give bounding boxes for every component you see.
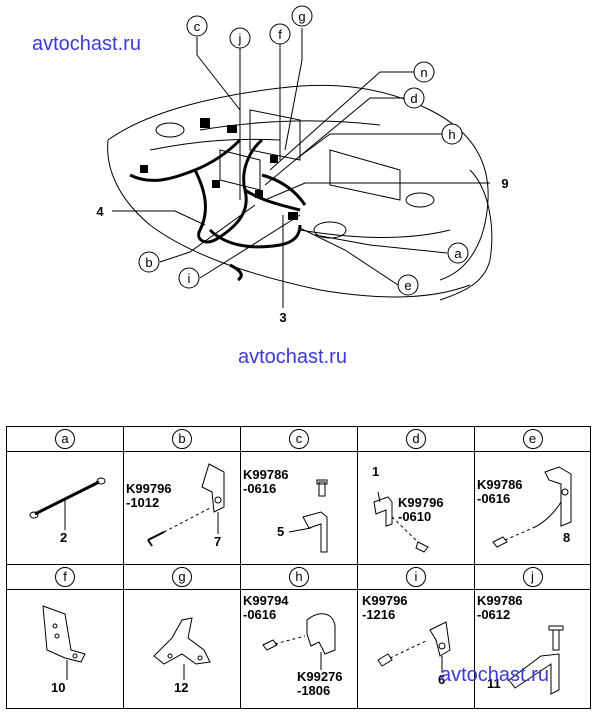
part-number: K99794 -0616 — [243, 593, 289, 622]
item-2: 2 — [60, 530, 68, 545]
parts-table: a b c d e 2 — [6, 426, 591, 709]
callout-i-label: i — [188, 271, 191, 286]
callout-d — [403, 87, 425, 109]
cell-g: 12 — [123, 589, 241, 709]
bracket-drawing — [373, 491, 429, 553]
cell-j: K99786 -0612 11 — [474, 589, 591, 709]
callout-a-label: a — [454, 246, 462, 261]
bracket-drawing — [42, 605, 86, 680]
table-row: 10 12 K99794 -06 — [6, 589, 591, 709]
item-1: 1 — [372, 464, 380, 479]
callout-f — [269, 23, 291, 45]
header-b: b — [123, 426, 241, 452]
callout-c — [186, 15, 208, 37]
callout-4-label: 4 — [96, 204, 104, 219]
part-number: K99786 -0616 — [243, 467, 289, 496]
cell-f: 10 — [6, 589, 124, 709]
clamp-drawing — [377, 621, 451, 672]
item-8: 8 — [563, 530, 571, 545]
cell-c: K99786 -0616 5 — [240, 451, 358, 565]
engine-bay-diagram: c j g f n d h b i e a 9 4 3 — [96, 5, 509, 325]
callout-e-label: e — [404, 278, 411, 293]
bracket-drawing — [147, 463, 225, 547]
callout-h-label: h — [448, 127, 455, 142]
table-row: 2 K99796 -1012 7 — [6, 451, 591, 565]
callout-c-label: c — [194, 19, 201, 34]
callout-b-label: b — [145, 255, 152, 270]
callout-j — [229, 27, 251, 49]
item-6: 6 — [438, 672, 446, 687]
item-10: 10 — [51, 680, 66, 695]
callout-f-label: f — [278, 27, 282, 42]
header-h: h — [240, 564, 358, 590]
header-c: c — [240, 426, 358, 452]
part-number: K99276 -1806 — [297, 669, 343, 698]
callout-g — [291, 5, 313, 27]
cell-e: K99786 -0616 8 — [474, 451, 591, 565]
cell-b: K99796 -1012 7 — [123, 451, 241, 565]
table-header-row: f g h i j — [6, 564, 591, 590]
item-12: 12 — [174, 680, 189, 695]
cell-a: 2 — [6, 451, 124, 565]
watermark: avtochast.ru — [238, 346, 347, 368]
callout-9-label: 9 — [501, 176, 508, 191]
item-7: 7 — [214, 534, 222, 549]
cell-i: K99796 -1216 6 — [357, 589, 475, 709]
callout-e — [397, 274, 419, 296]
callout-a — [447, 242, 469, 264]
item-11: 11 — [487, 676, 501, 691]
header-d: d — [357, 426, 475, 452]
part-number: K99786 -0612 — [477, 593, 523, 622]
callout-h — [441, 123, 463, 145]
callout-g-label: g — [298, 9, 305, 24]
callout-n-label: n — [420, 65, 427, 80]
cell-h: K99794 -0616 K99276 -1806 — [240, 589, 358, 709]
callout-n — [413, 61, 435, 83]
item-5: 5 — [277, 524, 285, 539]
callout-3-label: 3 — [279, 310, 286, 325]
bracket-drawing — [508, 625, 564, 695]
watermark: avtochast.ru — [440, 664, 549, 686]
header-a: a — [6, 426, 124, 452]
bracket-drawing — [288, 479, 328, 553]
part-number: K99786 -0616 — [477, 477, 523, 506]
bracket-drawing — [492, 466, 572, 548]
stay-rod-drawing — [29, 477, 106, 530]
header-e: e — [474, 426, 591, 452]
header-j: j — [474, 564, 591, 590]
table-header-row: a b c d e — [6, 426, 591, 452]
callout-i — [178, 267, 200, 289]
callout-d-label: d — [410, 91, 417, 106]
clamp-drawing — [262, 613, 336, 670]
callout-j-label: j — [238, 31, 242, 46]
callout-b — [138, 251, 160, 273]
part-number: K99796 -1216 — [362, 593, 408, 622]
header-g: g — [123, 564, 241, 590]
header-f: f — [6, 564, 124, 590]
cell-d: 1 K99796 -0610 — [357, 451, 475, 565]
bracket-drawing — [153, 617, 211, 680]
wiring-harness — [129, 138, 307, 282]
part-number: K99796 -1012 — [126, 481, 172, 510]
part-number: K99796 -0610 — [398, 495, 444, 524]
header-i: i — [357, 564, 475, 590]
watermark: avtochast.ru — [32, 33, 141, 55]
